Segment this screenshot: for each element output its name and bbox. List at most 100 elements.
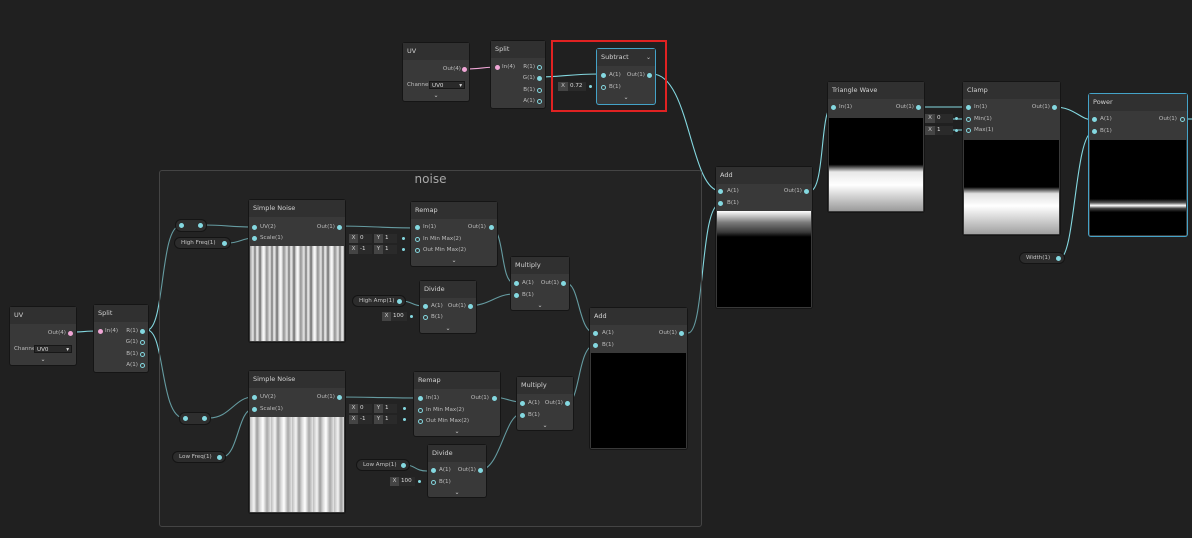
input-pin-b[interactable] xyxy=(601,84,606,90)
low-freq-property[interactable]: Low Freq(1) xyxy=(173,452,225,462)
output-pin[interactable] xyxy=(804,188,809,194)
chevron-down-icon[interactable]: ⌄ xyxy=(454,428,460,435)
remap-node-2[interactable]: Remap In(1) In Min Max(2) Out Min Max(2)… xyxy=(414,372,500,436)
output-pin[interactable] xyxy=(337,394,342,400)
simple-noise-node-2[interactable]: Simple Noise UV(2) Scale(1) Out(1) xyxy=(249,371,345,513)
chevron-down-icon[interactable]: ⌄ xyxy=(445,325,451,332)
input-pin-inminmax[interactable] xyxy=(415,236,420,242)
output-pin[interactable] xyxy=(565,400,570,406)
triangle-wave-node[interactable]: Triangle Wave In(1) Out(1) xyxy=(828,82,924,212)
reroute-pin-in[interactable] xyxy=(183,416,188,421)
input-pin-b[interactable] xyxy=(431,479,436,485)
remap1-in-min-y[interactable]: 1 xyxy=(383,234,397,243)
input-pin[interactable] xyxy=(98,328,103,334)
input-pin[interactable] xyxy=(966,104,971,110)
output-pin[interactable] xyxy=(478,467,483,473)
divide1-b-value[interactable]: 100 xyxy=(391,312,407,321)
output-pin-g[interactable] xyxy=(537,75,542,81)
property-pin[interactable] xyxy=(217,454,222,460)
chevron-down-icon[interactable]: ⌄ xyxy=(623,94,629,101)
output-pin-r[interactable] xyxy=(140,328,145,334)
divide-node-2[interactable]: Divide A(1) B(1) Out(1) ⌄ xyxy=(428,445,486,497)
high-freq-property[interactable]: High Freq(1) xyxy=(175,238,230,248)
simple-noise-node-1[interactable]: Simple Noise UV(2) Scale(1) Out(1) xyxy=(249,200,345,342)
property-pin[interactable] xyxy=(1056,255,1061,261)
output-pin[interactable] xyxy=(679,330,684,336)
clamp-min-value[interactable]: 0 xyxy=(935,114,953,123)
split-node-left[interactable]: Split In(4) R(1) G(1) B(1) A(1) xyxy=(94,305,148,372)
multiply-node-1[interactable]: Multiply A(1) B(1) Out(1) ⌄ xyxy=(511,257,569,310)
input-pin-scale[interactable] xyxy=(252,406,257,412)
input-pin-b[interactable] xyxy=(514,292,519,298)
remap2-out-min-x[interactable]: -1 xyxy=(358,415,372,424)
output-pin[interactable] xyxy=(916,104,921,110)
chevron-down-icon[interactable]: ⌄ xyxy=(454,489,460,496)
property-pin[interactable] xyxy=(397,298,402,304)
add-node-mid[interactable]: Add A(1) B(1) Out(1) xyxy=(590,308,687,449)
chevron-down-icon[interactable]: ⌄ xyxy=(542,422,548,429)
input-pin[interactable] xyxy=(495,64,500,70)
input-pin-b[interactable] xyxy=(423,314,428,320)
uv-node-top[interactable]: UV Out(4) Channel UV0▾ ⌄ xyxy=(403,43,469,101)
power-node[interactable]: Power A(1) B(1) Out(1) xyxy=(1089,94,1187,236)
remap1-in-min-x[interactable]: 0 xyxy=(358,234,372,243)
uv-node-left[interactable]: UV Out(4) Channel UV0▾ ⌄ xyxy=(10,307,76,365)
remap2-out-min-y[interactable]: 1 xyxy=(383,415,397,424)
output-pin[interactable] xyxy=(68,330,73,336)
input-pin-a[interactable] xyxy=(601,72,606,78)
input-pin-max[interactable] xyxy=(966,127,971,133)
split-node-top[interactable]: Split In(4) R(1) G(1) B(1) A(1) xyxy=(491,41,545,108)
property-pin[interactable] xyxy=(401,462,406,468)
input-pin-outminmax[interactable] xyxy=(418,418,423,424)
input-pin-in[interactable] xyxy=(415,224,420,230)
width-property[interactable]: Width(1) xyxy=(1020,253,1064,263)
reroute-pin-in[interactable] xyxy=(179,223,184,228)
clamp-max-value[interactable]: 1 xyxy=(935,126,953,135)
clamp-node[interactable]: Clamp In(1) Min(1) Max(1) Out(1) xyxy=(963,82,1060,235)
divide2-b-value[interactable]: 100 xyxy=(399,477,415,486)
output-pin[interactable] xyxy=(468,303,473,309)
chevron-down-icon[interactable]: ⌄ xyxy=(645,54,651,61)
high-amp-property[interactable]: High Amp(1) xyxy=(353,296,405,306)
input-pin-uv[interactable] xyxy=(252,394,257,400)
input-pin-b[interactable] xyxy=(718,200,723,206)
input-pin-a[interactable] xyxy=(1092,116,1097,122)
output-pin[interactable] xyxy=(561,280,566,286)
remap-node-1[interactable]: Remap In(1) In Min Max(2) Out Min Max(2)… xyxy=(411,202,497,266)
input-pin-min[interactable] xyxy=(966,116,971,122)
input-pin-outminmax[interactable] xyxy=(415,247,420,253)
output-pin[interactable] xyxy=(492,395,497,401)
chevron-down-icon[interactable]: ⌄ xyxy=(433,92,439,99)
low-amp-property[interactable]: Low Amp(1) xyxy=(357,460,409,470)
input-pin-a[interactable] xyxy=(520,400,525,406)
remap2-in-min-y[interactable]: 1 xyxy=(383,404,397,413)
output-pin-b[interactable] xyxy=(537,87,542,93)
output-pin-b[interactable] xyxy=(140,351,145,357)
output-pin-a[interactable] xyxy=(140,362,145,368)
input-pin-in[interactable] xyxy=(418,395,423,401)
output-pin[interactable] xyxy=(647,72,652,78)
remap2-in-min-x[interactable]: 0 xyxy=(358,404,372,413)
input-pin-a[interactable] xyxy=(718,188,723,194)
reroute-node-top[interactable] xyxy=(176,220,206,231)
reroute-pin-out[interactable] xyxy=(202,416,207,421)
output-pin[interactable] xyxy=(337,224,342,230)
output-pin-g[interactable] xyxy=(140,339,145,345)
remap1-out-min-x[interactable]: -1 xyxy=(358,245,372,254)
chevron-down-icon[interactable]: ⌄ xyxy=(40,356,46,363)
input-pin-inminmax[interactable] xyxy=(418,407,423,413)
input-pin-b[interactable] xyxy=(1092,128,1097,134)
input-pin-scale[interactable] xyxy=(252,235,257,241)
subtract-b-value[interactable]: 0.72 xyxy=(568,82,586,91)
subtract-node[interactable]: Subtract ⌄ A(1) B(1) Out(1) ⌄ xyxy=(597,49,655,104)
add-node-right[interactable]: Add A(1) B(1) Out(1) xyxy=(716,167,812,308)
remap1-out-min-y[interactable]: 1 xyxy=(383,245,397,254)
multiply-node-2[interactable]: Multiply A(1) B(1) Out(1) ⌄ xyxy=(517,377,573,430)
output-pin[interactable] xyxy=(462,66,467,72)
chevron-down-icon[interactable]: ⌄ xyxy=(537,302,543,309)
channel-dropdown[interactable]: UV0▾ xyxy=(429,81,465,89)
output-pin-r[interactable] xyxy=(537,64,542,70)
output-pin[interactable] xyxy=(1052,104,1057,110)
input-pin-b[interactable] xyxy=(520,412,525,418)
input-pin-b[interactable] xyxy=(593,342,598,348)
